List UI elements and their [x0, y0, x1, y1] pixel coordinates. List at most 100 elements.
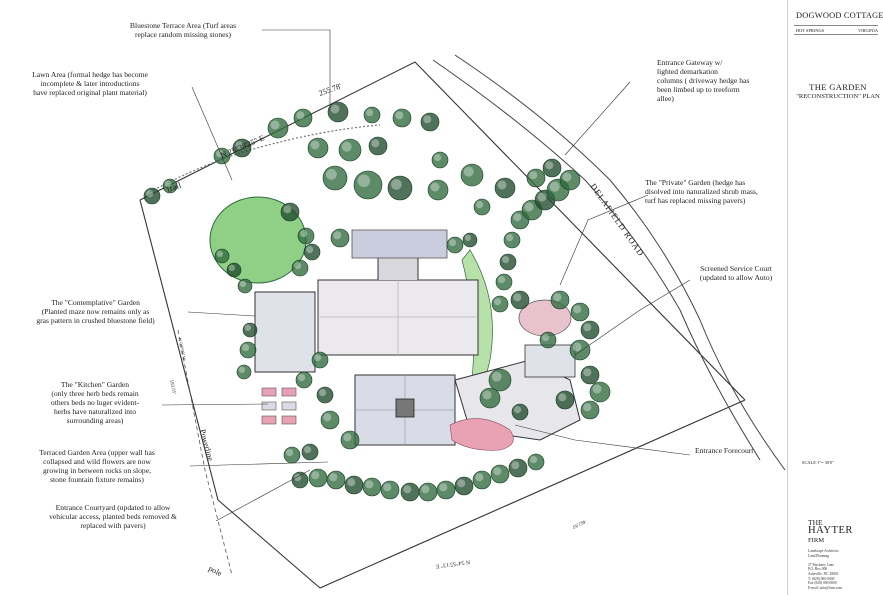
- tree-canopy: [242, 322, 258, 338]
- tree-highlight: [553, 293, 562, 302]
- tree-canopy: [353, 170, 383, 200]
- tree-canopy: [143, 187, 161, 205]
- tree-canopy: [454, 476, 474, 496]
- west-distance-label: 183.05': [168, 379, 176, 394]
- note-lawn-area: Lawn Area (formal hedge has become incom…: [32, 70, 148, 97]
- tree-canopy: [490, 464, 510, 484]
- tree-canopy: [311, 351, 329, 369]
- tree-canopy: [462, 232, 478, 248]
- note-private-garden: The "Private" Garden (hedge has disolved…: [645, 178, 758, 205]
- tree-canopy: [503, 231, 521, 249]
- tree-highlight: [235, 141, 244, 150]
- tree-highlight: [329, 473, 338, 482]
- property-boundary: [139, 61, 746, 589]
- tree-canopy: [526, 168, 546, 188]
- tree-canopy: [550, 290, 570, 310]
- tree-canopy: [392, 108, 412, 128]
- tree-canopy: [267, 117, 289, 139]
- note-entrance-forecourt: Entrance Forecourt: [695, 446, 754, 455]
- tree-canopy: [491, 295, 509, 313]
- tree-canopy: [363, 106, 381, 124]
- tree-canopy: [338, 138, 362, 162]
- tree-highlight: [300, 230, 308, 238]
- scale-note: SCALE 1"= 30'0": [802, 460, 834, 465]
- note-contemplative-garden: The "Contemplative" Garden (Planted maze…: [36, 298, 155, 325]
- tree-highlight: [494, 298, 502, 306]
- south-bearing-label: N 54°55'13" E: [435, 558, 471, 570]
- tree-highlight: [491, 371, 502, 382]
- tree-highlight: [463, 166, 474, 177]
- tree-canopy: [499, 253, 517, 271]
- tree-highlight: [391, 179, 402, 190]
- firm-name-hayter: HAYTER: [808, 525, 853, 536]
- tree-canopy: [316, 386, 334, 404]
- tree-canopy: [297, 227, 315, 245]
- tree-canopy: [427, 179, 449, 201]
- note-terraced-garden: Terraced Garden Area (upper wall has col…: [39, 448, 155, 484]
- tree-canopy: [340, 430, 360, 450]
- tree-canopy: [580, 365, 600, 385]
- tree-highlight: [583, 368, 592, 377]
- west-bearing-label: N 00°00' W: [176, 337, 186, 361]
- trail-label: trail: [166, 180, 183, 194]
- tree-highlight: [562, 172, 572, 182]
- note-bluestone-terrace: Bluestone Terrace Area (Turf areas repla…: [129, 21, 237, 39]
- tree-highlight: [311, 471, 320, 480]
- tree-canopy: [326, 470, 346, 490]
- tree-highlight: [572, 342, 582, 352]
- tree-canopy: [320, 410, 340, 430]
- tree-highlight: [371, 139, 380, 148]
- tree-canopy: [293, 108, 313, 128]
- contemplative-garden-area: [254, 291, 316, 373]
- tree-highlight: [357, 174, 371, 188]
- tree-canopy: [322, 165, 348, 191]
- kitchen-beds: [261, 387, 297, 425]
- tree-highlight: [304, 446, 312, 454]
- tree-highlight: [573, 305, 582, 314]
- tree-highlight: [238, 366, 246, 374]
- tree-canopy: [291, 259, 309, 277]
- tree-canopy: [460, 163, 484, 187]
- tree-highlight: [333, 231, 342, 240]
- tree-canopy: [589, 381, 611, 403]
- tree-highlight: [482, 390, 492, 400]
- tree-highlight: [583, 403, 592, 412]
- tree-highlight: [341, 141, 352, 152]
- tree-highlight: [319, 389, 327, 397]
- tree-canopy: [555, 390, 575, 410]
- tree-canopy: [380, 480, 400, 500]
- tree-canopy: [280, 202, 300, 222]
- tree-canopy: [214, 248, 230, 264]
- tree-canopy: [511, 403, 529, 421]
- tree-canopy: [330, 228, 350, 248]
- tree-highlight: [146, 190, 154, 198]
- service-court-area: [524, 344, 576, 378]
- tree-canopy: [508, 458, 528, 478]
- tree-highlight: [423, 115, 432, 124]
- title-rule-2: [794, 34, 878, 35]
- tree-highlight: [511, 461, 520, 470]
- tree-canopy: [232, 138, 252, 158]
- tree-canopies: [143, 101, 611, 502]
- tree-canopy: [301, 443, 319, 461]
- note-kitchen-garden: The "Kitchen" Garden (only three herb be…: [50, 380, 140, 425]
- tree-highlight: [476, 201, 484, 209]
- note-service-court: Screened Service Court (updated to allow…: [699, 264, 773, 282]
- tree-canopy: [236, 364, 252, 380]
- tree-highlight: [497, 180, 507, 190]
- tree-canopy: [237, 278, 253, 294]
- sheet-subtitle: "RECONSTRUCTION" PLAN: [796, 93, 880, 100]
- tree-highlight: [430, 182, 440, 192]
- tree-highlight: [286, 449, 294, 457]
- tree-canopy: [494, 177, 516, 199]
- tree-highlight: [514, 406, 522, 414]
- tree-canopy: [495, 273, 513, 291]
- note-entrance-courtyard: Entrance Courtyard (updated to allow veh…: [49, 503, 177, 530]
- tree-highlight: [502, 256, 510, 264]
- delafield-road: [432, 54, 786, 471]
- tree-canopy: [239, 341, 257, 359]
- tree-canopy: [559, 169, 581, 191]
- tree-canopy: [162, 178, 178, 194]
- tree-highlight: [529, 171, 538, 180]
